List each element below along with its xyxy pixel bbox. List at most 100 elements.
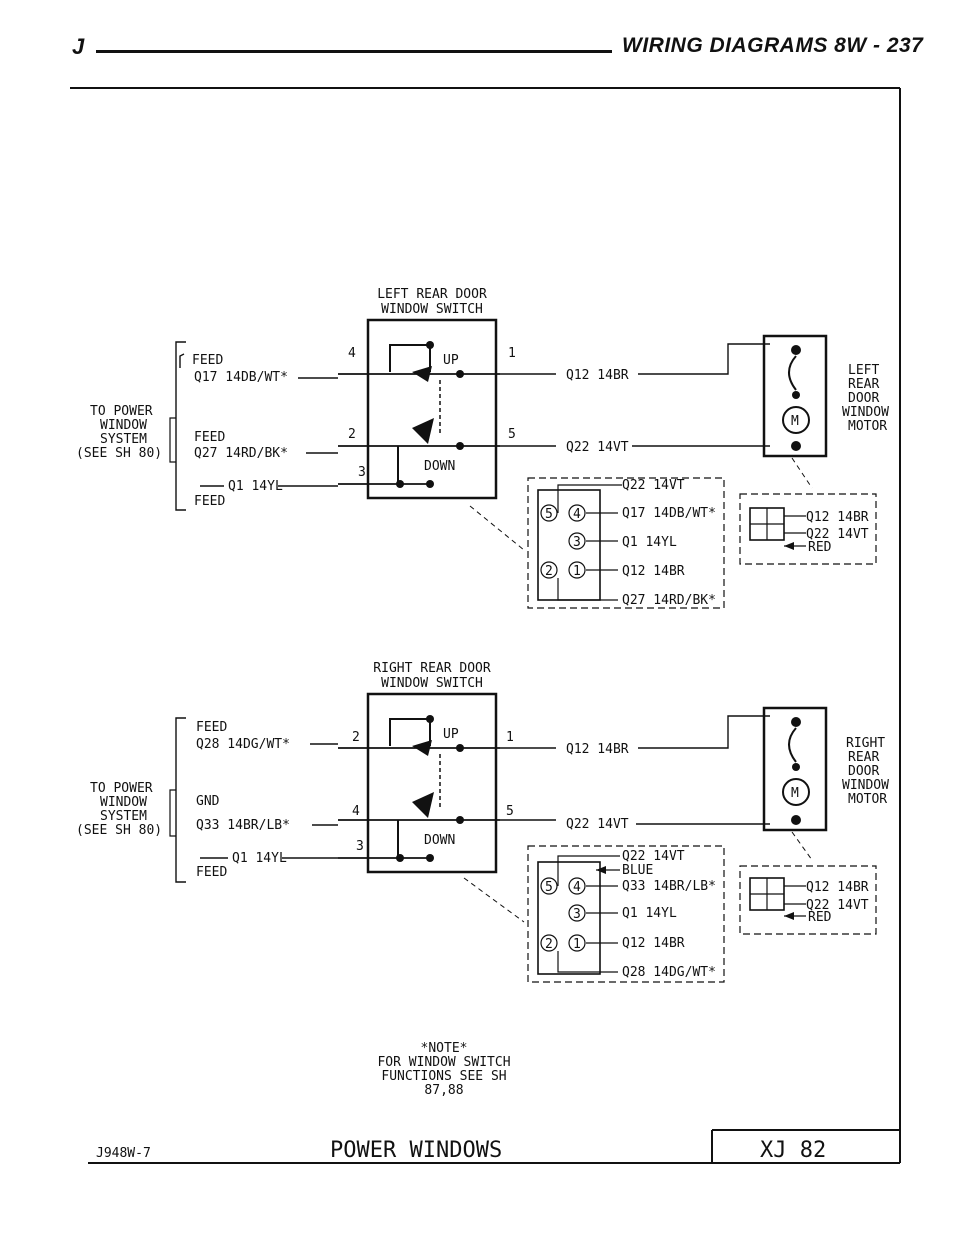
left-switch-title2: WINDOW SWITCH	[381, 302, 483, 317]
header-letter: J	[72, 34, 85, 59]
footer-title: POWER WINDOWS	[330, 1138, 502, 1163]
right-down-label: DOWN	[424, 833, 455, 848]
left-mconn-w2: Q22 14VT	[806, 527, 869, 542]
right-sys-4: (SEE SH 80)	[76, 823, 162, 838]
right-pin-2: 2	[352, 730, 360, 745]
page-frame	[70, 87, 901, 1164]
left-motor-3: DOOR	[848, 391, 879, 406]
right-motor-icon	[782, 778, 810, 806]
right-switch-connector	[527, 845, 725, 983]
left-down-label: DOWN	[424, 459, 455, 474]
left-conn-w2: Q17 14DB/WT*	[622, 506, 716, 521]
right-motor-5: MOTOR	[848, 792, 887, 807]
left-switch-box	[366, 318, 498, 500]
right-feed-2: GND	[196, 794, 220, 809]
note-line-3: 87,88	[424, 1083, 463, 1098]
left-feed-3: FEED	[194, 494, 225, 509]
left-sys-1: TO POWER	[90, 404, 153, 419]
right-motor-box	[762, 706, 828, 832]
left-switch-connector	[527, 477, 725, 609]
left-sys-2: WINDOW	[100, 418, 147, 433]
right-mconn-w1: Q12 14BR	[806, 880, 869, 895]
right-motor-connector	[739, 865, 877, 935]
footer: J948W-7 POWER WINDOWS XJ 82	[96, 1129, 900, 1163]
header-title: WIRING DIAGRAMS 8W - 237	[622, 34, 924, 57]
left-pin-3: 3	[358, 465, 366, 480]
right-sys-2: WINDOW	[100, 795, 147, 810]
right-motor-1: RIGHT	[846, 736, 885, 751]
header-rule	[96, 50, 612, 53]
footer-model: XJ 82	[760, 1138, 826, 1163]
left-pin-1: 1	[508, 346, 516, 361]
right-conn-w5: Q28 14DG/WT*	[622, 965, 716, 980]
right-section: RIGHT REAR DOOR WINDOW SWITCH UP DOWN 2 …	[76, 661, 889, 983]
right-conn-w2: Q33 14BR/LB*	[622, 879, 716, 894]
right-switch-box	[366, 692, 498, 874]
right-out-q12: Q12 14BR	[566, 742, 629, 757]
left-motor-connector	[739, 493, 877, 565]
right-pin-1: 1	[506, 730, 514, 745]
right-feed-1: FEED	[196, 720, 227, 735]
right-conn-w4: Q12 14BR	[622, 936, 685, 951]
right-conn-w1b: BLUE	[622, 863, 653, 878]
right-motor-4: WINDOW	[842, 778, 889, 793]
right-switch-title: RIGHT REAR DOOR	[373, 661, 491, 676]
left-conn-pin4: 4	[573, 507, 581, 522]
left-conn-w4: Q12 14BR	[622, 564, 685, 579]
left-pin-5: 5	[508, 427, 516, 442]
right-out-q22: Q22 14VT	[566, 817, 629, 832]
right-motor-m: M	[791, 786, 799, 801]
left-conn-w5: Q27 14RD/BK*	[622, 593, 716, 608]
left-wire-q1: Q1 14YL	[228, 479, 283, 494]
right-pin-5: 5	[506, 804, 514, 819]
right-mconn-w3: RED	[808, 910, 832, 925]
left-feed-1: FEED	[192, 353, 223, 368]
left-conn-w3: Q1 14YL	[622, 535, 677, 550]
right-pin-4: 4	[352, 804, 360, 819]
right-conn-w3: Q1 14YL	[622, 906, 677, 921]
left-conn-w1: Q22 14VT	[622, 478, 685, 493]
left-motor-m: M	[791, 414, 799, 429]
left-motor-2: REAR	[848, 377, 879, 392]
left-pin-4: 4	[348, 346, 356, 361]
note-line-2: FUNCTIONS SEE SH	[381, 1069, 506, 1084]
right-wire-q28: Q28 14DG/WT*	[196, 737, 290, 752]
left-out-q22: Q22 14VT	[566, 440, 629, 455]
left-out-q12: Q12 14BR	[566, 368, 629, 383]
right-feed-3: FEED	[196, 865, 227, 880]
left-feed-2: FEED	[194, 430, 225, 445]
footer-code: J948W-7	[96, 1146, 151, 1161]
left-mconn-w3: RED	[808, 540, 832, 555]
right-motor-3: DOOR	[848, 764, 879, 779]
left-section: LEFT REAR DOOR WINDOW SWITCH UP DOWN 4 2…	[76, 287, 889, 609]
right-wire-q33: Q33 14BR/LB*	[196, 818, 290, 833]
left-motor-5: MOTOR	[848, 419, 887, 434]
note-line-1: FOR WINDOW SWITCH	[377, 1055, 510, 1070]
right-mconn-w2: Q22 14VT	[806, 898, 869, 913]
right-up-label: UP	[443, 727, 459, 742]
note-block: *NOTE* FOR WINDOW SWITCH FUNCTIONS SEE S…	[377, 1041, 510, 1098]
left-sys-3: SYSTEM	[100, 432, 147, 447]
right-conn-pin4: 4	[573, 880, 581, 895]
right-pin-3: 3	[356, 839, 364, 854]
page-header: J WIRING DIAGRAMS 8W - 237	[0, 0, 960, 70]
left-motor-box	[762, 334, 828, 458]
right-motor-2: REAR	[848, 750, 879, 765]
left-motor-4: WINDOW	[842, 405, 889, 420]
note-title: *NOTE*	[421, 1041, 468, 1056]
left-up-label: UP	[443, 353, 459, 368]
left-mconn-w1: Q12 14BR	[806, 510, 869, 525]
left-switch-title: LEFT REAR DOOR	[377, 287, 487, 302]
right-conn-pin5: 5	[545, 880, 553, 895]
left-motor-icon	[782, 406, 810, 434]
left-pin-2: 2	[348, 427, 356, 442]
right-conn-pin1: 1	[573, 937, 581, 952]
left-wire-q27: Q27 14RD/BK*	[194, 446, 288, 461]
right-sys-1: TO POWER	[90, 781, 153, 796]
right-conn-pin2: 2	[545, 937, 553, 952]
left-conn-pin1: 1	[573, 564, 581, 579]
right-wire-q1: Q1 14YL	[232, 851, 287, 866]
right-conn-w1: Q22 14VT	[622, 849, 685, 864]
right-sys-3: SYSTEM	[100, 809, 147, 824]
